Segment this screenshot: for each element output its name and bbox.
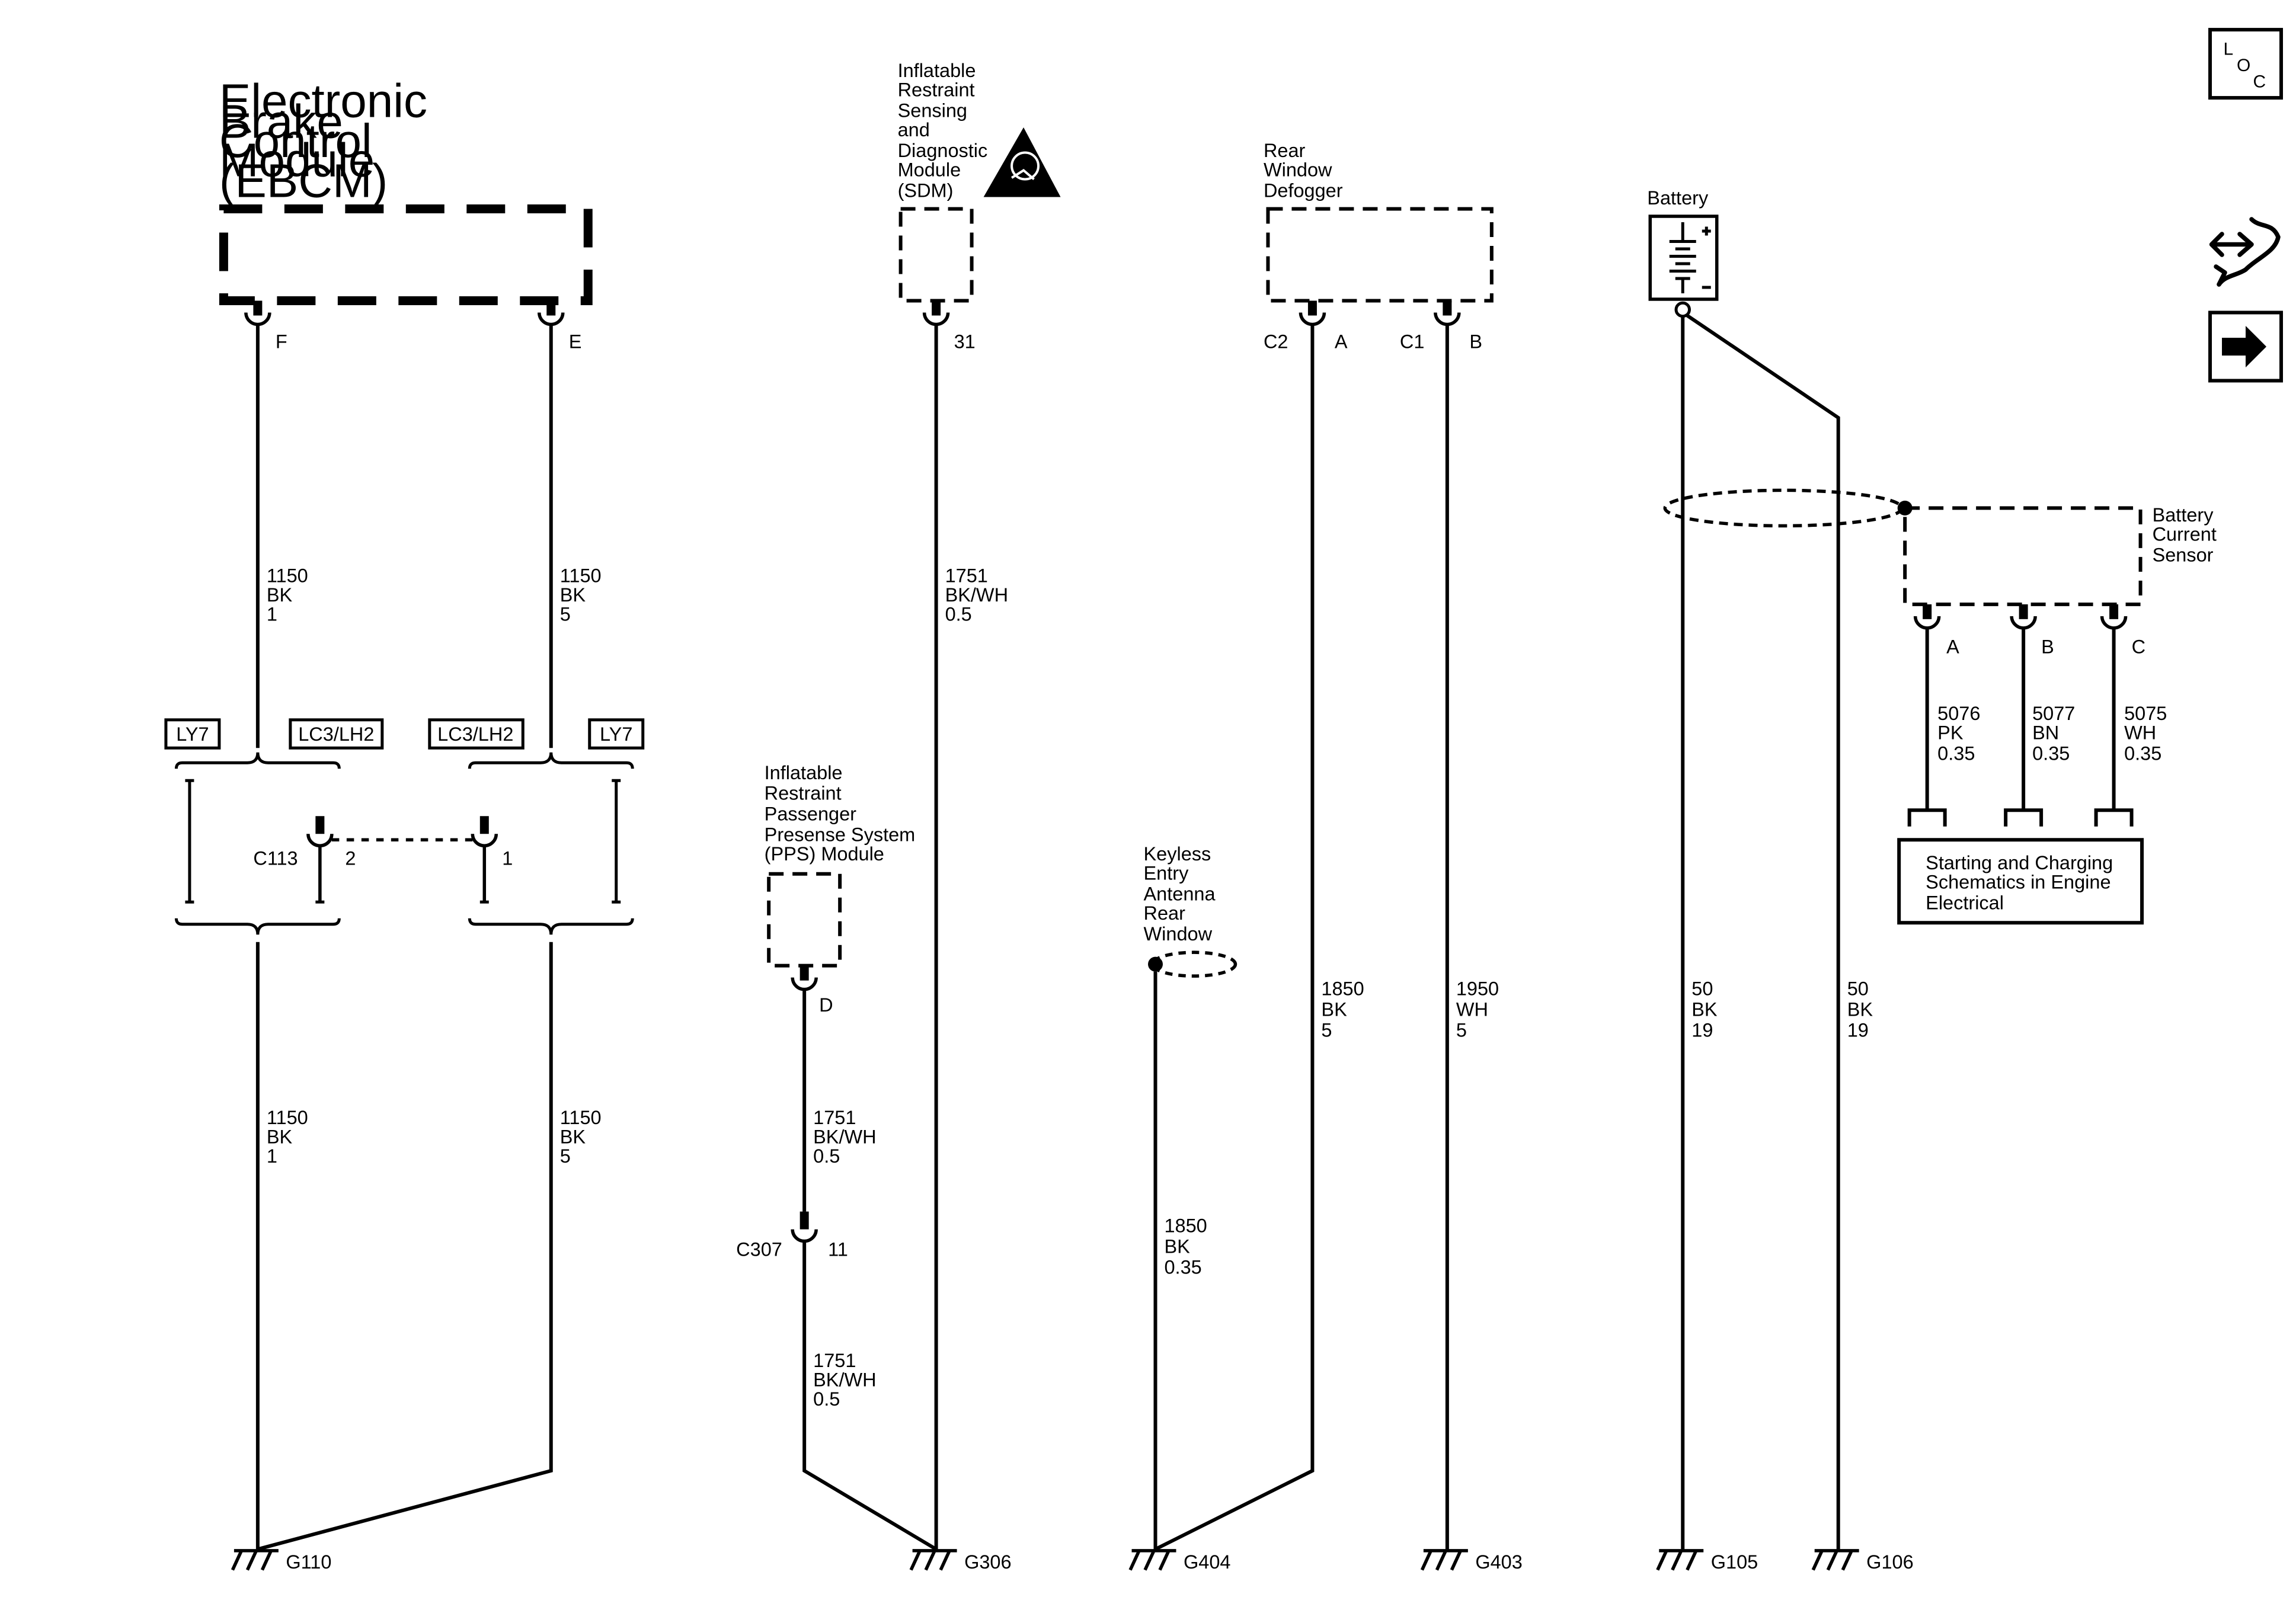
sensor-pin-b: B [2010,604,2054,657]
defog-pin-b: C1 B [1400,300,1482,352]
pps-pin-d: D [791,965,833,1016]
wire-label-defog-a: 1850 BK 5 [1321,978,1369,1041]
wire-label-ebcm-f-lower: 1150 BK 1 [267,1107,314,1167]
svg-text:31: 31 [954,331,976,352]
option-lc3-lh2-right: LC3/LH2 [428,718,525,750]
airbag-warning-icon [983,127,1061,197]
svg-text:D: D [819,994,833,1016]
wire-pps-lower [802,1241,938,1551]
defog-pin-a: C2 A [1264,300,1348,352]
option-bracket-right [468,752,634,935]
c113-name: C113 [253,848,298,869]
svg-text:A: A [1335,331,1348,352]
wire-label-sensor-c: 5075 WH 0.35 [2124,703,2172,764]
connector-c113: C113 2 1 [253,816,513,904]
ground-g404: G404 [1128,1549,1230,1573]
c307-name: C307 [736,1239,782,1260]
battery: Battery [1647,187,1719,318]
option-bracket-left [174,752,341,935]
svg-text:L: L [2224,40,2234,59]
ebcm-pin-e: E [538,300,582,352]
ground-g105: G105 [1656,1549,1758,1573]
schematic-reference-text: Starting and Charging Schematics in Engi… [1926,852,2118,913]
wire-label-battery-2: 50 BK 19 [1847,978,1878,1041]
wire-label-sensor-b: 5077 BN 0.35 [2032,703,2080,764]
keyless-label: Keyless Entry Antenna Rear Window [1144,843,1221,945]
wire-label-ebcm-f-upper: 1150 BK 1 [267,565,314,625]
battery-icon [1669,222,1711,293]
svg-text:LC3/LH2: LC3/LH2 [298,724,374,745]
svg-text:C: C [2253,72,2266,92]
wire-label-pps-lower: 1751 BK/WH 0.5 [813,1350,882,1410]
c307-pin-11: 11 [828,1239,848,1260]
ground-g106: G106 [1811,1549,1914,1573]
option-ly7-left: LY7 [164,718,221,750]
svg-text:C2: C2 [1264,331,1288,352]
wire-ebcm-e-lower [257,942,553,1551]
svg-text:A: A [1946,636,1959,657]
schematic-reference-box[interactable]: Starting and Charging Schematics in Engi… [1897,838,2144,925]
connector-c307: C307 11 [736,1211,848,1260]
harness-connector-icon[interactable] [2209,217,2281,287]
ground-g110: G110 [231,1549,331,1573]
wire-battery-2 [1686,313,1840,1550]
sdm-pin-31: 31 [922,300,976,352]
next-page-arrow-icon[interactable] [2208,311,2284,383]
svg-text:B: B [1469,331,1482,352]
battery-current-sensor: Battery Current Sensor [1663,488,2222,606]
wire-label-sdm: 1751 BK/WH 0.5 [945,565,1014,625]
keyless-antenna: Keyless Entry Antenna Rear Window [1144,843,1237,978]
ground-g306: G306 [909,1549,1012,1573]
current-sensor-label: Battery Current Sensor [2153,504,2222,565]
option-lc3-lh2-left: LC3/LH2 [289,718,384,750]
svg-text:LY7: LY7 [176,724,209,745]
svg-text:E: E [569,331,582,352]
wire-label-defog-b: 1950 WH 5 [1456,978,1504,1041]
svg-text:C1: C1 [1400,331,1425,352]
svg-text:LY7: LY7 [600,724,632,745]
sensor-pin-c: C [2100,604,2145,657]
sensor-wires [1907,628,2134,827]
loc-icon[interactable]: L O C [2208,28,2284,100]
defogger-label: Rear Window Defogger [1264,140,1343,201]
wire-label-keyless: 1850 BK 0.35 [1164,1215,1212,1278]
svg-text:C: C [2132,636,2145,657]
svg-text:G106: G106 [1866,1551,1913,1573]
sensor-pin-a: A [1913,604,1959,657]
battery-label: Battery [1647,187,1709,209]
pps-module: Inflatable Restraint Passenger Presense … [765,762,921,968]
svg-text:G404: G404 [1184,1551,1230,1573]
svg-text:F: F [276,331,287,352]
svg-text:G306: G306 [964,1551,1011,1573]
ebcm-pin-f: F [244,300,287,352]
option-ly7-right: LY7 [588,718,645,750]
wire-label-ebcm-e-upper: 1150 BK 5 [560,565,607,625]
svg-text:LC3/LH2: LC3/LH2 [437,724,513,745]
svg-text:B: B [2041,636,2054,657]
svg-text:O: O [2237,56,2250,75]
svg-text:G403: G403 [1475,1551,1522,1573]
wire-label-sensor-a: 5076 PK 0.35 [1937,703,1985,764]
ebcm-module: Electronic Brake Control Module (EBCM) [219,75,593,305]
svg-text:G105: G105 [1711,1551,1758,1573]
wire-label-battery-1: 50 BK 19 [1691,978,1722,1041]
wire-label-pps-upper: 1751 BK/WH 0.5 [813,1107,882,1167]
sdm-label: Inflatable Restraint Sensing and Diagnos… [898,60,993,201]
svg-text:G110: G110 [286,1551,331,1573]
defogger: Rear Window Defogger [1264,140,1494,303]
wire-label-ebcm-e-lower: 1150 BK 5 [560,1107,607,1167]
ground-g403: G403 [1420,1549,1523,1573]
c113-pin-1: 1 [502,848,513,869]
wire-keyless-defog-a [1153,324,1315,1553]
sdm-module: Inflatable Restraint Sensing and Diagnos… [898,60,1061,303]
pps-label: Inflatable Restraint Passenger Presense … [765,762,921,865]
c113-pin-2: 2 [345,848,356,869]
ebcm-label: Electronic Brake Control Module (EBCM) [219,75,440,207]
